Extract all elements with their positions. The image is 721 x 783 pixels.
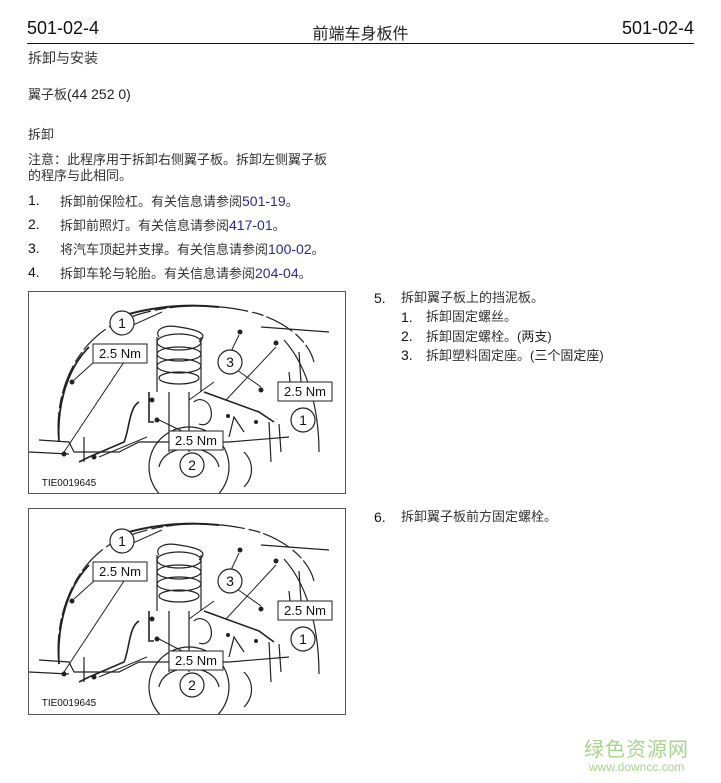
ref-link-204-04[interactable]: 204-04 (255, 265, 299, 281)
page-title: 前端车身板件 (312, 24, 409, 43)
callout-1-label: 1 (118, 533, 126, 549)
callout-1-label: 1 (299, 631, 307, 647)
subheading-removal: 拆卸 (28, 128, 55, 143)
note-line-2: 的程序与此相同。 (28, 169, 133, 184)
ref-link-417-01[interactable]: 417-01 (229, 217, 273, 233)
component-title: 翼子板(44 252 0) (28, 86, 131, 104)
component-code: (44 252 0) (67, 86, 131, 102)
step-end: 。 (311, 243, 325, 258)
ref-link-501-19[interactable]: 501-19 (242, 193, 286, 209)
substep-number: 3. (401, 347, 413, 363)
component-name: 翼子板 (28, 88, 68, 103)
section-number-right: 501-02-4 (621, 18, 694, 38)
torque-label: 2.5 Nm (284, 603, 326, 618)
step-number: 3. (28, 240, 40, 256)
ref-link-100-02[interactable]: 100-02 (268, 241, 312, 257)
substep-extra: (两支) (517, 329, 552, 344)
torque-label: 2.5 Nm (99, 564, 141, 579)
fender-diagram: 1 2.5 Nm 3 2.5 Nm 1 2.5 Nm 2 TIE0019645 (29, 304, 333, 493)
torque-label: 2.5 Nm (175, 653, 217, 668)
step-text: 拆卸翼子板前方固定螺栓。 (401, 510, 558, 525)
callout-3-label: 3 (226, 354, 234, 370)
step-number: 6. (374, 509, 386, 525)
callout-3-label: 3 (226, 573, 234, 589)
step-end: 。 (298, 267, 312, 282)
section-number-left: 501-02-4 (27, 18, 100, 38)
figure-id: TIE0019645 (42, 478, 97, 489)
figure-splash-shield-1: 1 2.5 Nm 3 2.5 Nm 1 2.5 Nm 2 TIE0019645 (28, 291, 346, 494)
callout-1-label: 1 (299, 412, 307, 428)
step-text: 拆卸车轮与轮胎。有关信息请参阅 (60, 267, 256, 282)
section-heading: 拆卸与安装 (28, 51, 98, 67)
watermark-url: www.downcc.com (589, 760, 685, 774)
step-end: 。 (285, 195, 299, 210)
step-number: 1. (28, 192, 40, 208)
callout-2-label: 2 (188, 677, 196, 693)
figure-splash-shield-2: 1 2.5 Nm 3 2.5 Nm 1 2.5 Nm 2 TIE0019645 (28, 508, 346, 715)
callout-2-label: 2 (188, 457, 196, 473)
step-end: 。 (272, 219, 286, 234)
step-number: 4. (28, 264, 40, 280)
figure-id: TIE0019645 (42, 698, 97, 709)
step-number: 2. (28, 216, 40, 232)
torque-label: 2.5 Nm (284, 384, 326, 399)
substep-number: 2. (401, 328, 413, 344)
substep-number: 1. (401, 309, 413, 325)
torque-label: 2.5 Nm (175, 433, 217, 448)
step-text: 拆卸翼子板上的挡泥板。 (401, 291, 545, 306)
substep-text: 拆卸塑料固定座。 (426, 349, 531, 364)
substep-text: 拆卸固定螺丝。 (426, 310, 518, 325)
watermark-name: 绿色资源网 (584, 737, 689, 761)
note-line-1: 注意：此程序用于拆卸右侧翼子板。拆卸左侧翼子板 (28, 153, 328, 168)
substep-extra: (三个固定座) (530, 348, 604, 363)
callout-1-label: 1 (118, 315, 126, 331)
step-number: 5. (374, 290, 386, 306)
torque-label: 2.5 Nm (99, 346, 141, 361)
step-text: 将汽车顶起并支撑。有关信息请参阅 (60, 243, 269, 258)
substep-text: 拆卸固定螺栓。 (426, 330, 518, 345)
fender-diagram: 1 2.5 Nm 3 2.5 Nm 1 2.5 Nm 2 TIE0019645 (29, 522, 333, 714)
header-divider (27, 43, 694, 44)
step-text: 拆卸前照灯。有关信息请参阅 (60, 219, 230, 234)
step-text: 拆卸前保险杠。有关信息请参阅 (60, 195, 243, 210)
